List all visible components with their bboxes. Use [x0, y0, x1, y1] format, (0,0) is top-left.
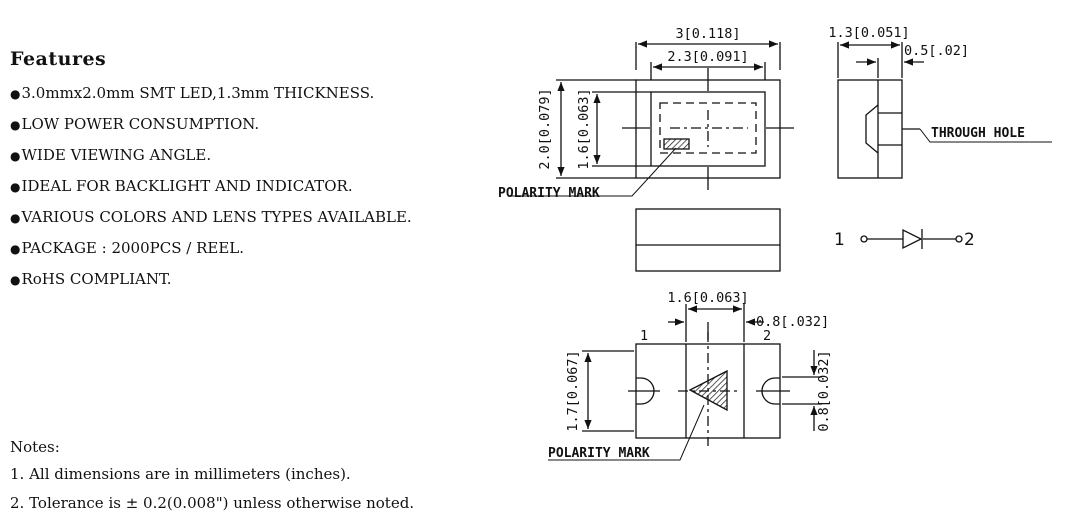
bullet-icon: ●: [10, 87, 21, 101]
front-view: [635, 208, 781, 272]
feature-item: ●IDEAL FOR BACKLIGHT AND INDICATOR.: [10, 177, 353, 195]
bullet-icon: ●: [10, 273, 21, 287]
dimension-width: [635, 40, 781, 80]
dimension-side: [837, 41, 924, 78]
dim-height-outer: 2.0[0.079]: [537, 88, 553, 169]
dim-side-width: 1.3[0.051]: [828, 25, 909, 41]
features-section: Features ●3.0mmx2.0mm SMT LED,1.3mm THIC…: [10, 48, 412, 295]
through-hole-label: THROUGH HOLE: [931, 126, 1025, 141]
bottom-pin-2: 2: [763, 328, 771, 344]
polarity-label-top: POLARITY MARK: [498, 186, 600, 201]
bullet-icon: ●: [10, 118, 21, 132]
diode-pin-2: 2: [964, 230, 975, 250]
dim-width-outer: 3[0.118]: [675, 26, 740, 42]
dim-width-inner: 2.3[0.091]: [667, 49, 748, 65]
dim-height-inner: 1.6[0.063]: [576, 88, 592, 169]
feature-item: ●3.0mmx2.0mm SMT LED,1.3mm THICKNESS.: [10, 84, 375, 102]
diode-pin-1: 1: [834, 230, 845, 250]
polarity-mark-bottom: [688, 369, 728, 412]
diode-symbol: [860, 228, 963, 250]
feature-item: ●PACKAGE : 2000PCS / REEL.: [10, 239, 244, 257]
feature-item: ●WIDE VIEWING ANGLE.: [10, 146, 212, 164]
feature-item: ●LOW POWER CONSUMPTION.: [10, 115, 260, 133]
side-view: [837, 79, 1052, 179]
bullet-icon: ●: [10, 149, 21, 163]
features-title: Features: [10, 48, 107, 70]
note-item: 2. Tolerance is ± 0.2(0.008") unless oth…: [10, 494, 415, 512]
top-view: [508, 68, 794, 197]
dimension-pads: [668, 304, 764, 342]
bullet-icon: ●: [10, 242, 21, 256]
notes-title: Notes:: [10, 438, 60, 456]
polarity-mark-top: [663, 138, 690, 150]
dim-pad-gap: 0.8[.032]: [756, 314, 829, 330]
bottom-view: [548, 332, 790, 461]
bottom-pin-1: 1: [640, 328, 648, 344]
bullet-icon: ●: [10, 211, 21, 225]
polarity-label-bottom: POLARITY MARK: [548, 446, 650, 461]
note-item: 1. All dimensions are in millimeters (in…: [10, 465, 351, 483]
dimension-height: [556, 79, 651, 179]
dim-pad-height: 0.8[0.032]: [816, 350, 832, 431]
features-list: ●3.0mmx2.0mm SMT LED,1.3mm THICKNESS. ●L…: [10, 78, 412, 295]
dim-side-step: 0.5[.02]: [904, 43, 969, 59]
dim-pad-spacing: 1.6[0.063]: [667, 290, 748, 306]
notes-section: Notes: 1. All dimensions are in millimet…: [10, 434, 414, 518]
dim-bottom-height: 1.7[0.067]: [565, 350, 581, 431]
feature-item: ●VARIOUS COLORS AND LENS TYPES AVAILABLE…: [10, 208, 412, 226]
feature-item: ●RoHS COMPLIANT.: [10, 270, 172, 288]
bullet-icon: ●: [10, 180, 21, 194]
dimension-bottom-height: [582, 350, 822, 432]
